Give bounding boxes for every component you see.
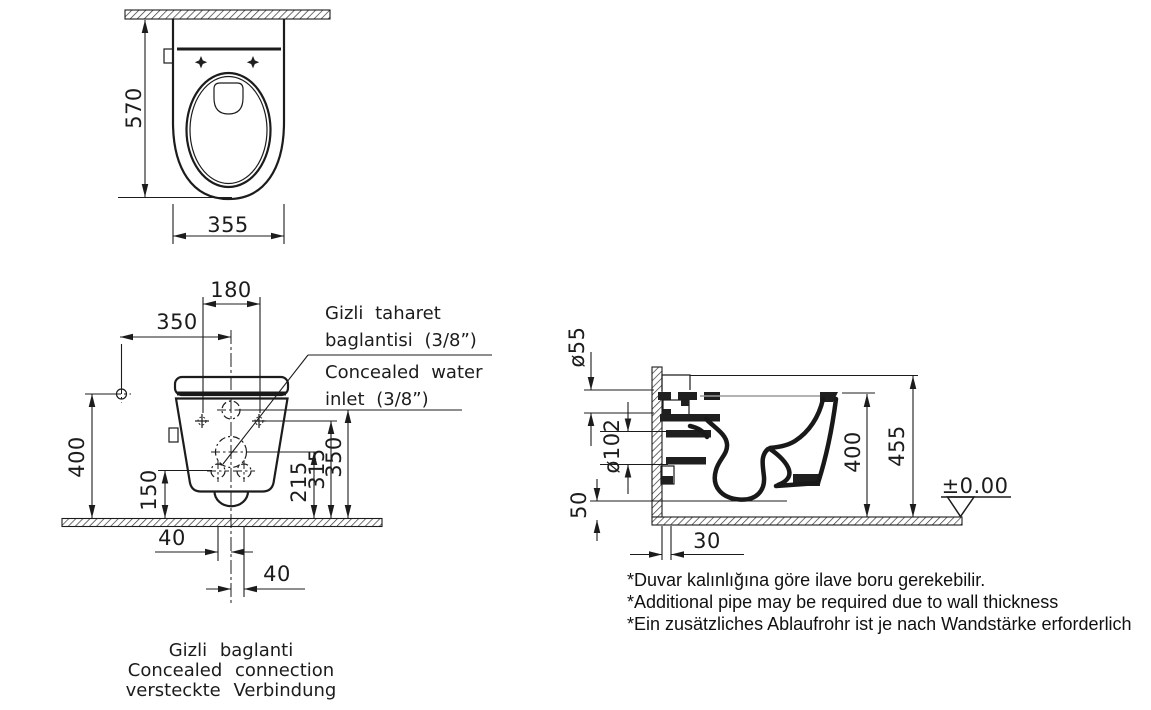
footnote-turkish: *Duvar kalınlığına göre ilave boru gerek… bbox=[627, 570, 986, 590]
dim-label-400-front: 400 bbox=[65, 436, 89, 478]
side-button-top bbox=[163, 48, 174, 64]
footnote-german: *Ein zusätzliches Ablaufrohr ist je nach… bbox=[627, 614, 1132, 634]
pan-body-front bbox=[174, 397, 289, 493]
top-view bbox=[118, 9, 331, 244]
flush-area-outline bbox=[213, 82, 244, 115]
caption-german: versteckte Verbindung bbox=[125, 680, 337, 701]
datum-level-label: ±0.00 bbox=[941, 474, 1009, 498]
bowl-inner-rear bbox=[767, 396, 826, 451]
footnotes: *Duvar kalınlığına göre ilave boru gerek… bbox=[627, 569, 1132, 635]
dim-label-180: 180 bbox=[210, 278, 252, 302]
side-view bbox=[584, 352, 1011, 560]
side-hole-marker-right bbox=[252, 414, 266, 428]
dim-label-350-right: 350 bbox=[322, 436, 346, 478]
datum-symbol bbox=[941, 496, 1011, 518]
caption-turkish: Gizli baglanti bbox=[168, 640, 294, 661]
fixing-marker-left bbox=[194, 56, 208, 69]
bowl-outline-top bbox=[171, 19, 286, 201]
dim-label-400-side: 400 bbox=[841, 431, 865, 473]
dim-label-40-left: 40 bbox=[158, 526, 186, 550]
fixing-marker-right bbox=[246, 56, 260, 69]
pipe-to-bowl-curve bbox=[687, 423, 710, 440]
dim-label-drain-diameter-102: ø102 bbox=[600, 418, 624, 474]
bowl-funnel bbox=[767, 446, 792, 488]
caption-english: Concealed connection bbox=[127, 660, 335, 681]
inlet-box-side bbox=[661, 374, 691, 391]
bowl-outer-rear-edge bbox=[815, 396, 839, 486]
floor-section-front-view bbox=[61, 517, 383, 528]
drain-pipe-top bbox=[666, 430, 711, 438]
label-concealed-water-inlet-en: Concealed water inlet (3/8”) bbox=[325, 362, 483, 410]
trap-profile bbox=[703, 416, 771, 502]
bowl-bottom-edge bbox=[773, 480, 821, 489]
drawing-caption: Gizli baglanti Concealed connection vers… bbox=[103, 641, 359, 701]
dim-label-150: 150 bbox=[137, 469, 161, 511]
footnote-english: *Additional pipe may be required due to … bbox=[627, 592, 1059, 612]
dim-label-depth-570: 570 bbox=[122, 87, 146, 129]
drain-bump-front bbox=[213, 491, 250, 508]
label-concealed-bidet-connection-tr: Gizli taharet baglantisi (3/8”) bbox=[325, 303, 477, 351]
dim-label-455: 455 bbox=[885, 425, 909, 467]
floor-section-side-view bbox=[651, 516, 963, 526]
dim-label-40-right: 40 bbox=[263, 562, 291, 586]
wall-section-top-view bbox=[124, 9, 331, 20]
dim-label-350-top: 350 bbox=[156, 310, 198, 334]
front-view bbox=[61, 297, 492, 604]
drain-pipe-bottom bbox=[666, 457, 706, 465]
dim-label-50: 50 bbox=[567, 491, 591, 519]
dim-label-30: 30 bbox=[693, 529, 721, 553]
mounting-bar-1 bbox=[660, 414, 720, 422]
leader-taharet-diagonal bbox=[222, 354, 309, 465]
side-button-front bbox=[168, 427, 179, 443]
fixing-block-side bbox=[660, 465, 675, 485]
seat-ring-inner bbox=[189, 75, 268, 185]
dim-label-inlet-diameter-55: ø55 bbox=[565, 326, 589, 368]
seat-ring-outer bbox=[185, 71, 272, 189]
rim-section-left bbox=[658, 392, 720, 400]
side-hole-marker-left bbox=[195, 414, 209, 428]
dim-label-width-355: 355 bbox=[207, 213, 249, 237]
